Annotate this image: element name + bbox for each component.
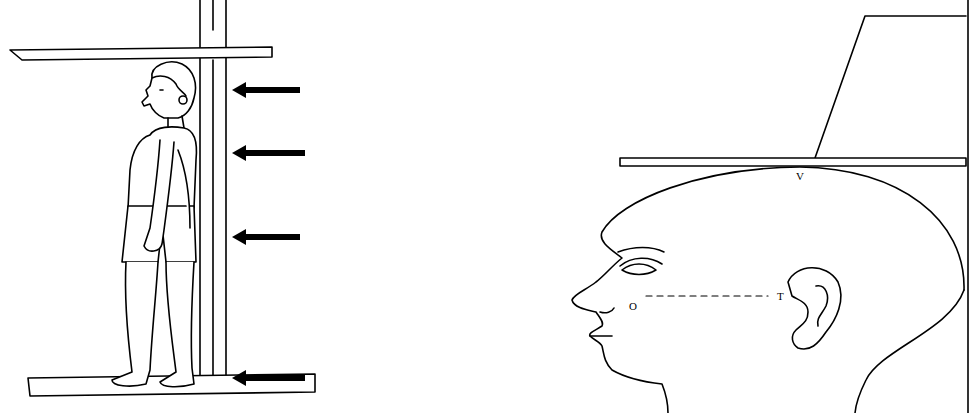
eyelid <box>620 258 662 266</box>
nostril <box>600 308 614 313</box>
contact-arrows <box>232 82 305 386</box>
board-block <box>815 16 966 158</box>
mouth <box>590 335 612 337</box>
front-leg <box>112 262 158 386</box>
hair <box>152 76 186 96</box>
back-arm <box>178 150 190 228</box>
eye <box>160 89 163 91</box>
eyebrow <box>618 248 664 253</box>
eye <box>622 264 656 275</box>
head-profile <box>572 167 964 413</box>
headboard <box>620 158 966 166</box>
point-label: T <box>776 290 785 302</box>
arm <box>144 140 174 251</box>
ear-inner <box>816 286 828 326</box>
face-outline <box>572 167 964 413</box>
head-board <box>620 0 968 413</box>
back-of-head <box>855 290 964 413</box>
point-label: O <box>628 300 638 312</box>
headboard <box>10 47 272 60</box>
back-leg <box>160 262 194 387</box>
point-label: V <box>795 170 805 182</box>
stadiometer <box>10 0 315 396</box>
ear <box>179 96 187 104</box>
head <box>142 62 196 118</box>
ear <box>788 268 841 349</box>
frankfort-plane <box>646 295 768 296</box>
standing-person <box>112 62 197 387</box>
ruler <box>967 0 969 413</box>
